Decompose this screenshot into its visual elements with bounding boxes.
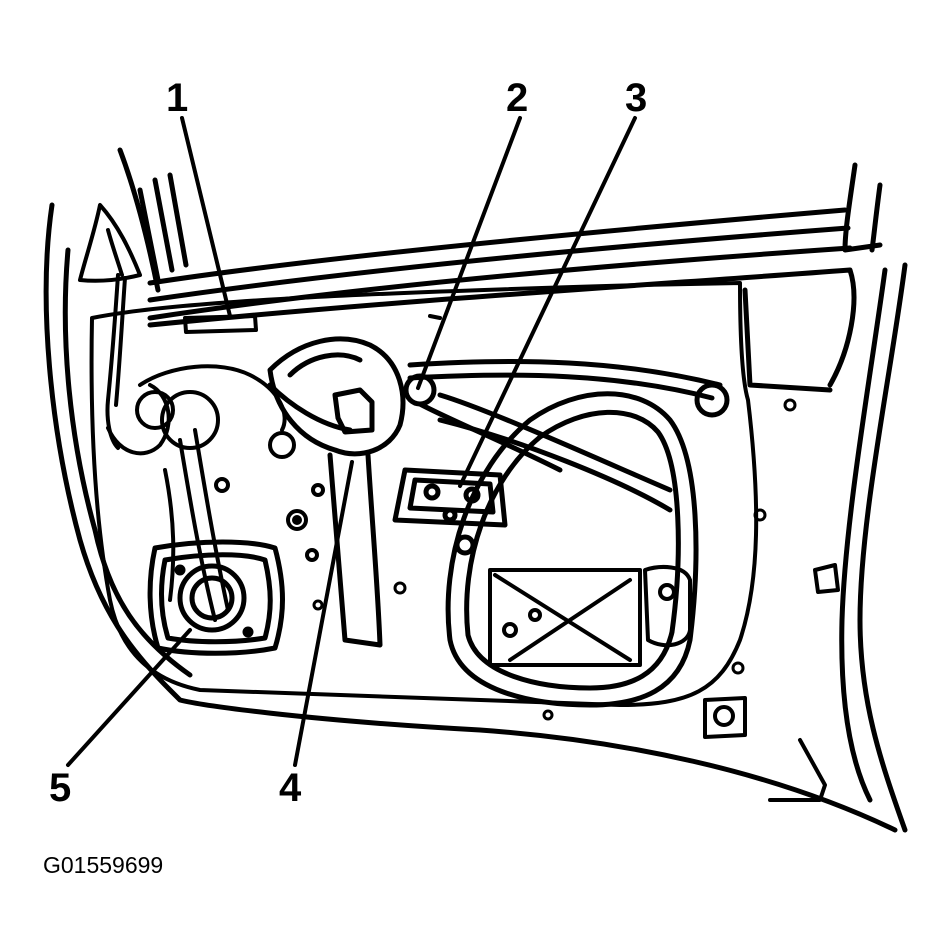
- regulator-lift-plate: [488, 565, 692, 667]
- interior-handle-housing: [267, 336, 406, 648]
- regulator-motor-bracket: [392, 467, 508, 556]
- mounting-holes: [312, 398, 797, 721]
- mirror-bracket: [78, 203, 142, 450]
- callout-label-1: 1: [166, 76, 189, 120]
- callout-label-4: 4: [279, 766, 302, 810]
- leader-line-4: [293, 460, 354, 767]
- leader-line-3: [458, 116, 637, 488]
- lower-right-features: [703, 563, 840, 802]
- leader-lines: [66, 116, 637, 767]
- callout-label-5: 5: [49, 766, 72, 810]
- leader-line-2: [416, 116, 522, 390]
- window-regulator-cable: [403, 359, 730, 708]
- window-belt-rails: [147, 162, 883, 393]
- leader-line-1: [180, 116, 232, 318]
- callout-label-3: 3: [625, 76, 648, 120]
- leader-line-5: [66, 628, 192, 767]
- callout-label-2: 2: [506, 76, 529, 120]
- figure-identifier: G01559699: [43, 852, 164, 878]
- speaker: [147, 539, 285, 656]
- door-outer-shell: [43, 147, 908, 833]
